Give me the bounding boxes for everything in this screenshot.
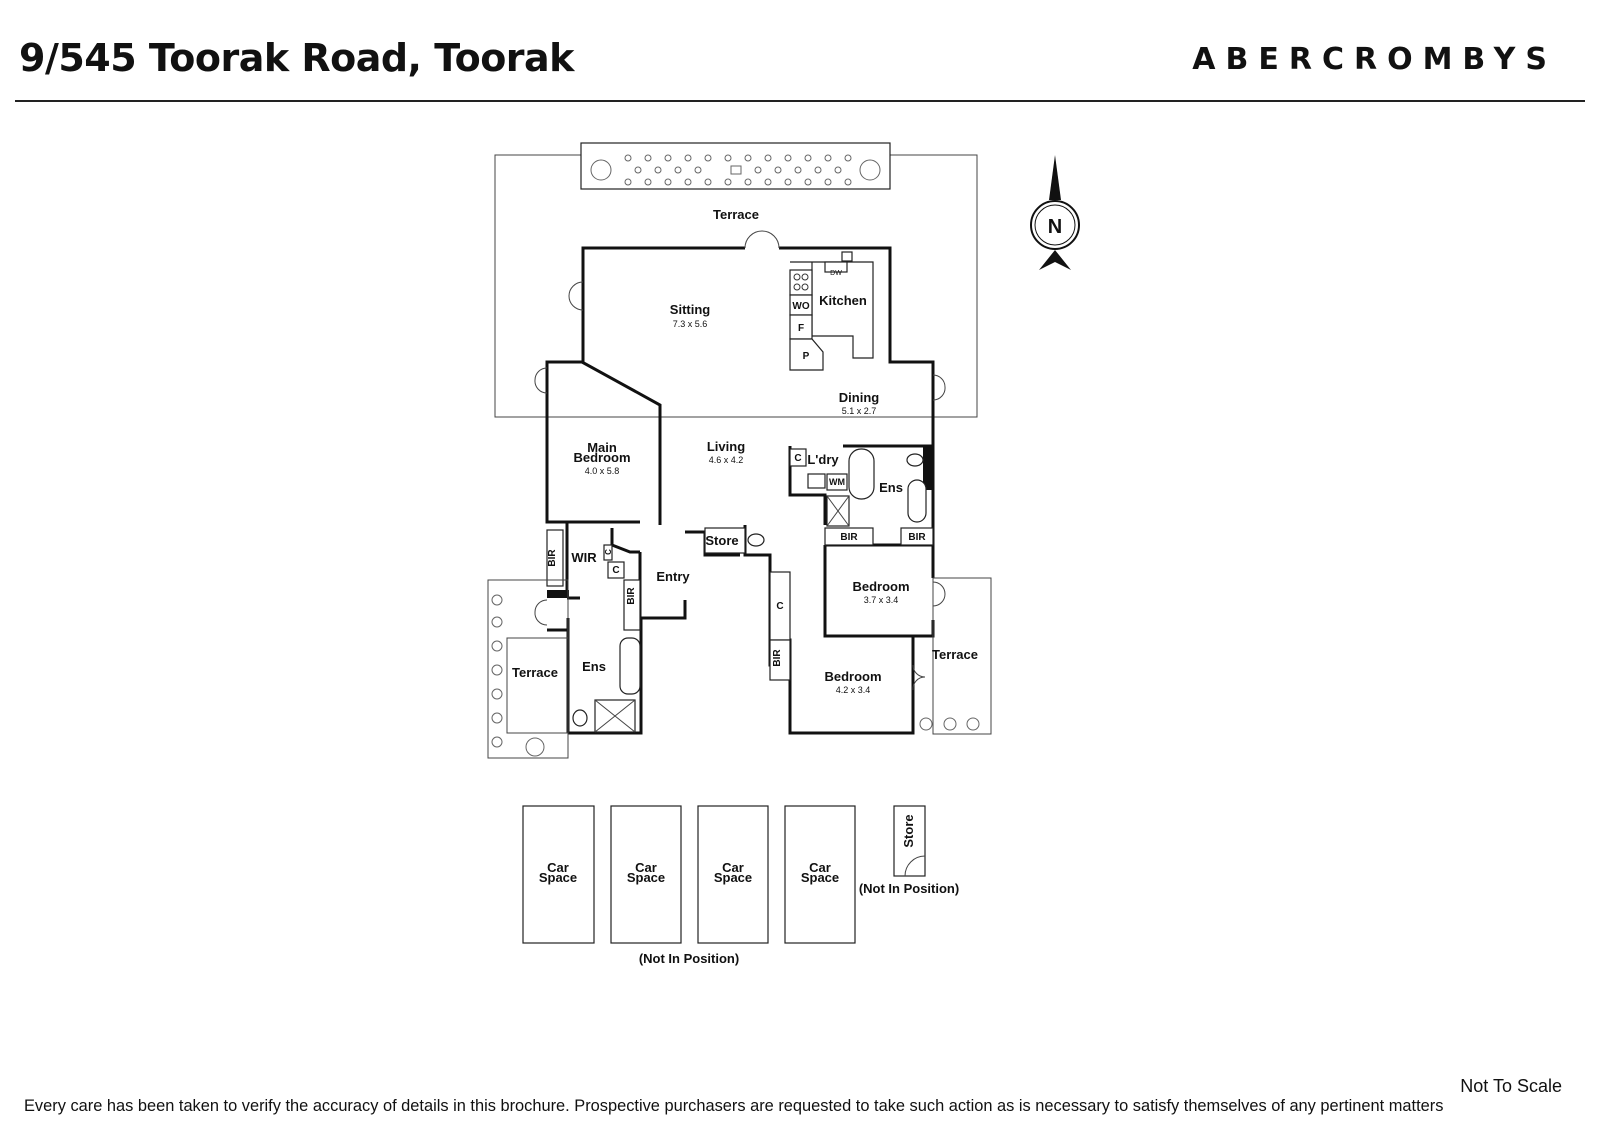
bir-ens-label: BIR [626, 587, 637, 605]
wall-column [547, 590, 569, 598]
main-bedroom-label-2: Bedroom [573, 450, 630, 465]
terrace-left-plants [491, 594, 545, 757]
car-space-4-label: Car [809, 860, 831, 875]
laundry-fittings [789, 448, 934, 546]
dining-label: Dining [839, 390, 879, 405]
car-space-2 [610, 805, 682, 944]
hall-fittings [704, 527, 791, 681]
car-space-4 [784, 805, 856, 944]
property-address: 9/545 Toorak Road, Toorak [19, 36, 574, 80]
bir-2-label: BIR [908, 532, 926, 543]
car-space-3-label: Car [722, 860, 744, 875]
ensuite-right-label: Ens [879, 480, 903, 495]
sitting-label: Sitting [670, 302, 710, 317]
wo-label: WO [792, 301, 809, 312]
toilet-icon [747, 533, 765, 547]
cupboard-wir-top-label: C [604, 549, 613, 555]
car-space-1-label-2: Space [539, 870, 577, 885]
toilet-icon [572, 709, 588, 727]
car-space-2-label: Car [635, 860, 657, 875]
wall-column [923, 446, 933, 490]
kitchen-fittings [789, 251, 874, 371]
main-bedroom-label-1: Main [587, 440, 617, 455]
agency-logo: ABERCROMBYS [1192, 42, 1557, 77]
disclaimer-text: Every care has been taken to verify the … [24, 1097, 1444, 1115]
car-space-3-label-2: Space [714, 870, 752, 885]
terrace-top-label: Terrace [713, 207, 759, 222]
bedroom-2-dims: 4.2 x 3.4 [836, 685, 871, 695]
sitting-dims: 7.3 x 5.6 [673, 319, 708, 329]
bedroom-2-label: Bedroom [824, 669, 881, 684]
terrace-top-outline [494, 154, 978, 418]
wm-label: WM [829, 477, 845, 487]
extra-store-label: Store [901, 814, 916, 847]
sink-icon [841, 251, 853, 262]
vanity-icon [619, 637, 641, 695]
kitchen-label: Kitchen [819, 293, 867, 308]
compass-label: N [1048, 216, 1062, 238]
car-space-3 [697, 805, 769, 944]
bir-1-label: BIR [840, 532, 858, 543]
cupboard-hall-label: C [776, 601, 783, 612]
car-space-1-label: Car [547, 860, 569, 875]
dining-dims: 5.1 x 2.7 [842, 406, 877, 416]
car-space-2-label-2: Space [627, 870, 665, 885]
terrace-left-label: Terrace [512, 665, 558, 680]
header-divider [15, 100, 1585, 102]
laundry-label: L'dry [807, 452, 839, 467]
entry-label: Entry [656, 569, 690, 584]
car-space-1 [522, 805, 595, 944]
terrace-right-label: Terrace [932, 647, 978, 662]
bedroom-1-label: Bedroom [852, 579, 909, 594]
terrace-doors [534, 230, 946, 691]
laundry-cupboard-label: C [794, 453, 801, 464]
toilet-icon [906, 453, 924, 467]
car-space-note: (Not In Position) [639, 951, 739, 966]
ensuite-left-label: Ens [582, 659, 606, 674]
planter-plants [590, 154, 881, 186]
store-label: Store [705, 533, 738, 548]
not-to-scale-note: Not To Scale [1460, 1076, 1562, 1096]
bathtub-icon [848, 448, 875, 500]
bir-wir-label: BIR [547, 549, 558, 567]
wir-fittings [546, 529, 641, 733]
main-bedroom-dims: 4.0 x 5.8 [585, 466, 620, 476]
extra-store-note: (Not In Position) [859, 881, 959, 896]
room-labels: Terrace Sitting 7.3 x 5.6 Kitchen DW WO … [512, 207, 978, 695]
p-label: P [803, 351, 810, 362]
terrace-right-plants [919, 717, 980, 731]
terrace-right-outline [932, 577, 992, 735]
car-spaces: Car Space Car Space Car Space Car Space … [522, 805, 856, 966]
f-label: F [798, 323, 804, 334]
dw-label: DW [830, 270, 842, 277]
cupboard-wir-label: C [612, 565, 619, 576]
bedroom-1-dims: 3.7 x 3.4 [864, 595, 899, 605]
extra-store: Store (Not In Position) [859, 805, 959, 896]
living-label: Living [707, 439, 745, 454]
bir-hall-label: BIR [772, 649, 783, 667]
car-space-4-label-2: Space [801, 870, 839, 885]
cooktop-icon [789, 269, 813, 296]
north-compass-icon: N [1030, 155, 1080, 270]
living-dims: 4.6 x 4.2 [709, 455, 744, 465]
wir-label: WIR [571, 550, 597, 565]
